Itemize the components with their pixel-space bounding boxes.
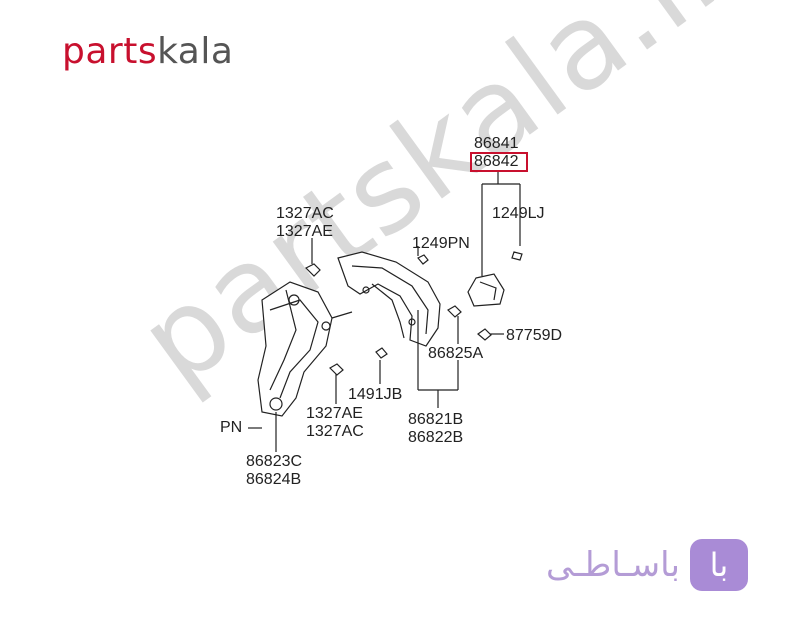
mud-flap-part <box>467 273 505 307</box>
label-86842: 86842 <box>474 153 519 170</box>
clip-86825A <box>447 305 462 318</box>
label-86841: 86841 <box>474 135 519 152</box>
label-1327AC-top: 1327AC <box>276 205 334 222</box>
clip-1327 <box>304 263 321 277</box>
label-PN: PN <box>220 419 243 436</box>
label-86824B: 86824B <box>246 471 302 488</box>
clip-1327-lower <box>329 363 344 376</box>
label-86823C: 86823C <box>246 453 303 470</box>
clip-1491JB <box>375 347 388 359</box>
label-1491JB: 1491JB <box>348 386 403 403</box>
label-87759D: 87759D <box>506 327 563 344</box>
label-1249LJ: 1249LJ <box>492 205 545 222</box>
basalti-brand: باسـاطـی با <box>546 538 748 592</box>
brand-text: باسـاطـی <box>546 545 680 585</box>
clip-87759D <box>477 328 492 341</box>
logo-part-2: kala <box>157 31 234 72</box>
screw-1249LJ <box>511 251 523 261</box>
label-86821B: 86821B <box>408 411 464 428</box>
highlight-box <box>470 152 528 172</box>
logo-part-1: parts <box>62 31 158 72</box>
clip-1249PN <box>417 254 429 265</box>
brand-box: با <box>690 539 748 591</box>
label-1327AE-bottom: 1327AE <box>306 405 363 422</box>
partskala-logo: partskala <box>62 34 233 70</box>
label-1249PN: 1249PN <box>412 235 470 252</box>
rear-liner-part <box>257 281 333 417</box>
label-1327AE-top: 1327AE <box>276 223 333 240</box>
label-86825A: 86825A <box>428 345 484 362</box>
label-1327AC-bottom: 1327AC <box>306 423 364 440</box>
label-86822B: 86822B <box>408 429 464 446</box>
